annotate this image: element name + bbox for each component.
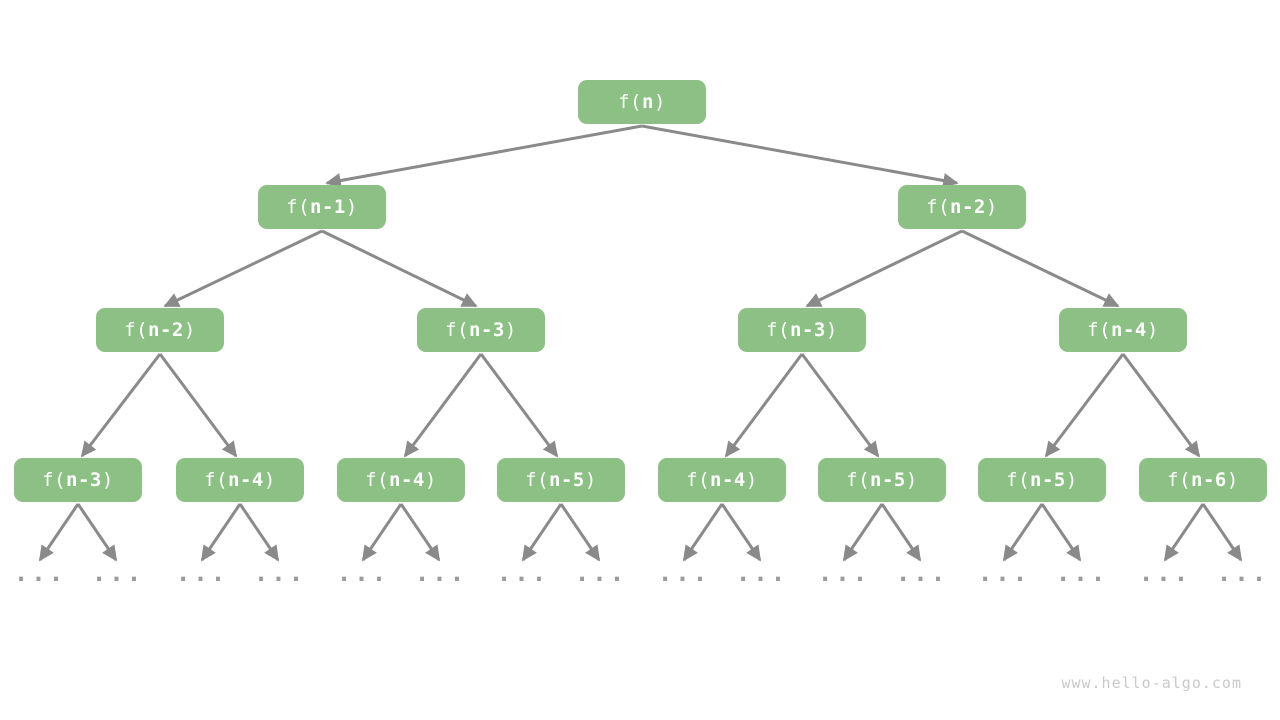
ellipsis: ... bbox=[496, 559, 550, 587]
edge-arrow bbox=[800, 353, 880, 458]
ellipsis: ... bbox=[91, 559, 145, 587]
node-label: f(n-5) bbox=[525, 469, 597, 491]
ellipsis: ... bbox=[13, 559, 67, 587]
watermark: www.hello-algo.com bbox=[1061, 674, 1242, 692]
edge-arrow bbox=[1040, 503, 1082, 562]
edge-arrow bbox=[321, 229, 478, 308]
edge-arrow bbox=[403, 353, 483, 458]
edge-arrow bbox=[559, 503, 601, 562]
tree-node: f(n-4) bbox=[337, 458, 465, 502]
edge-arrow bbox=[1044, 353, 1125, 458]
edge-arrow bbox=[325, 124, 643, 188]
edge-arrow bbox=[80, 353, 162, 458]
node-label: f(n-3) bbox=[42, 469, 114, 491]
tree-node: f(n-5) bbox=[818, 458, 946, 502]
edge-arrow bbox=[641, 124, 959, 188]
edge-arrow bbox=[76, 503, 118, 562]
node-label: f(n-3) bbox=[445, 319, 517, 341]
edge-arrow bbox=[1121, 353, 1201, 458]
node-label: f(n-4) bbox=[204, 469, 276, 491]
ellipsis: ... bbox=[817, 559, 871, 587]
ellipsis: ... bbox=[657, 559, 711, 587]
tree-node: f(n-2) bbox=[898, 185, 1026, 229]
ellipsis: ... bbox=[574, 559, 628, 587]
node-label: f(n-4) bbox=[686, 469, 758, 491]
edge-arrow bbox=[399, 503, 441, 562]
edge-arrow bbox=[1002, 503, 1044, 562]
node-label: f(n-4) bbox=[1087, 319, 1159, 341]
tree-node: f(n-3) bbox=[417, 308, 545, 352]
tree-node: f(n-2) bbox=[96, 308, 224, 352]
edge-arrow bbox=[200, 503, 242, 562]
ellipsis: ... bbox=[895, 559, 949, 587]
edge-arrow bbox=[724, 353, 804, 458]
edge-arrow bbox=[361, 503, 403, 562]
ellipsis: ... bbox=[1138, 559, 1192, 587]
edge-arrow bbox=[682, 503, 724, 562]
tree-node: f(n-1) bbox=[258, 185, 386, 229]
node-label: f(n-1) bbox=[286, 196, 358, 218]
tree-node: f(n-4) bbox=[176, 458, 304, 502]
tree-node: f(n-5) bbox=[978, 458, 1106, 502]
node-label: f(n-5) bbox=[846, 469, 918, 491]
tree-node: f(n-4) bbox=[1059, 308, 1187, 352]
node-label: f(n-4) bbox=[365, 469, 437, 491]
tree-node: f(n-3) bbox=[14, 458, 142, 502]
tree-node: f(n-6) bbox=[1139, 458, 1267, 502]
ellipsis: ... bbox=[253, 559, 307, 587]
ellipsis: ... bbox=[977, 559, 1031, 587]
edge-arrow bbox=[521, 503, 563, 562]
ellipsis: ... bbox=[175, 559, 229, 587]
tree-node-root: f(n) bbox=[578, 80, 706, 124]
node-label: f(n-2) bbox=[926, 196, 998, 218]
node-label: f(n-3) bbox=[766, 319, 838, 341]
edge-arrow bbox=[1163, 503, 1205, 562]
ellipsis: ... bbox=[414, 559, 468, 587]
ellipsis: ... bbox=[1216, 559, 1270, 587]
tree-node: f(n-5) bbox=[497, 458, 625, 502]
node-label: f(n) bbox=[618, 91, 666, 113]
edge-arrow bbox=[961, 229, 1120, 308]
edge-arrow bbox=[1201, 503, 1243, 562]
node-label: f(n-6) bbox=[1167, 469, 1239, 491]
ellipsis: ... bbox=[735, 559, 789, 587]
edge-arrow bbox=[479, 353, 559, 458]
tree-node: f(n-3) bbox=[738, 308, 866, 352]
node-label: f(n-5) bbox=[1006, 469, 1078, 491]
ellipsis: ... bbox=[1055, 559, 1109, 587]
ellipsis: ... bbox=[336, 559, 390, 587]
edge-arrow bbox=[880, 503, 922, 562]
node-label: f(n-2) bbox=[124, 319, 196, 341]
tree-node: f(n-4) bbox=[658, 458, 786, 502]
edge-arrow bbox=[38, 503, 80, 562]
edge-arrow bbox=[842, 503, 884, 562]
edge-arrow bbox=[163, 229, 323, 308]
edge-arrow bbox=[238, 503, 280, 562]
edge-arrow bbox=[805, 229, 963, 308]
edge-arrow bbox=[158, 353, 238, 458]
edge-arrow bbox=[720, 503, 762, 562]
